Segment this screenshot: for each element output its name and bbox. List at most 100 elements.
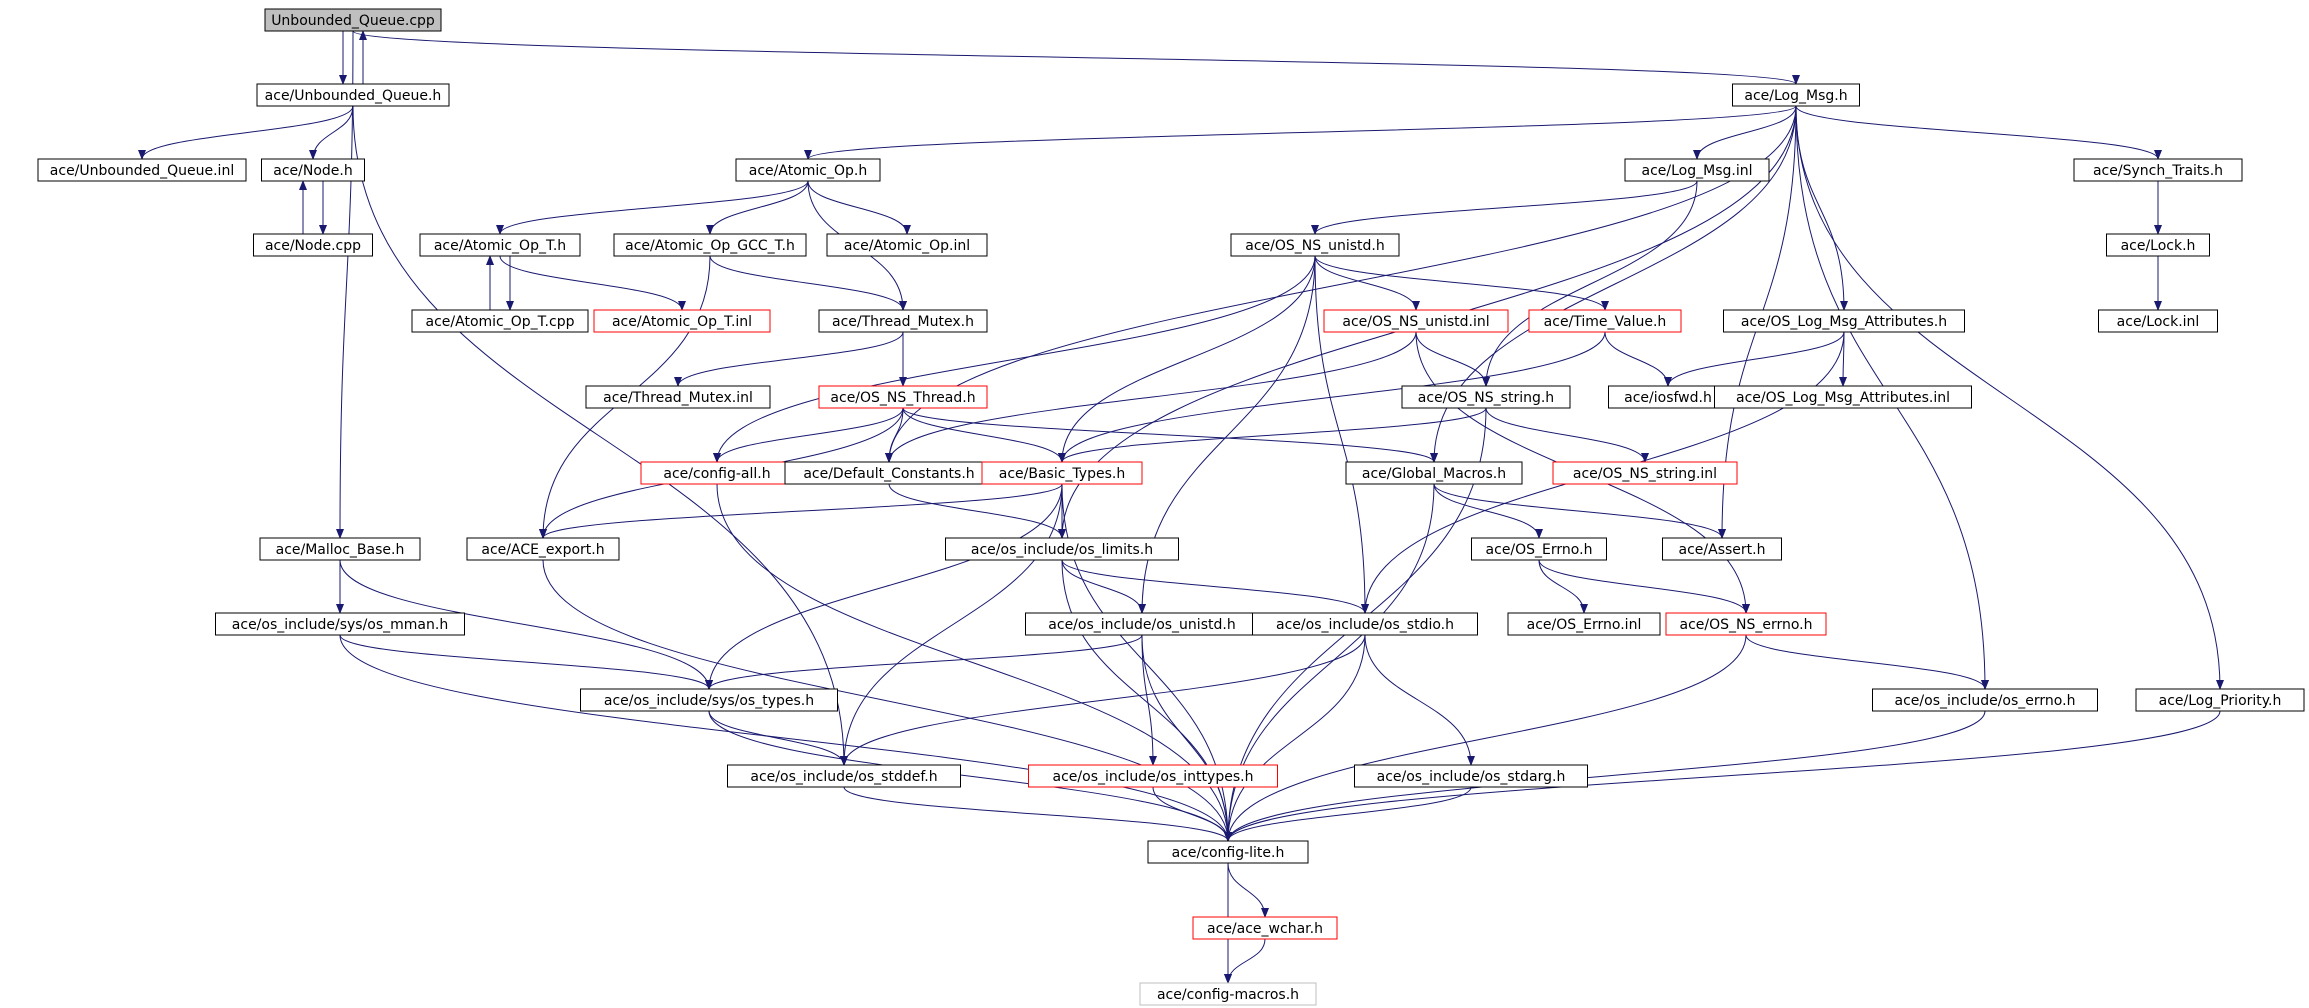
- include-edge: [1364, 634, 1475, 766]
- file-node-config-lite-h[interactable]: ace/config-lite.h: [1147, 840, 1309, 864]
- include-edge: [1314, 255, 1420, 311]
- file-node-config-macros-h[interactable]: ace/config-macros.h: [1139, 982, 1317, 1006]
- file-node-os-unistd-h[interactable]: ace/os_include/os_unistd.h: [1025, 612, 1259, 636]
- file-node-os-ns-unistd-h[interactable]: ace/OS_NS_unistd.h: [1230, 233, 1400, 257]
- file-node-os-ns-string-inl[interactable]: ace/OS_NS_string.inl: [1552, 461, 1738, 485]
- include-edge: [339, 634, 713, 690]
- file-node-time-value-h[interactable]: ace/Time_Value.h: [1528, 309, 1682, 333]
- file-node-ace-export-h[interactable]: ace/ACE_export.h: [466, 537, 620, 561]
- include-edge: [708, 710, 848, 766]
- include-edge: [1693, 105, 1797, 160]
- file-node-os-mman-h[interactable]: ace/os_include/sys/os_mman.h: [215, 612, 465, 636]
- file-node-label: ace/Assert.h: [1679, 542, 1766, 558]
- file-node-label: ace/os_include/sys/os_mman.h: [232, 617, 448, 633]
- include-edge: [902, 407, 1066, 463]
- file-node-global-macros-h[interactable]: ace/Global_Macros.h: [1345, 461, 1523, 485]
- file-node-config-all-h[interactable]: ace/config-all.h: [640, 461, 794, 485]
- file-node-box: [1401, 385, 1571, 409]
- include-edge: [352, 30, 1800, 85]
- include-edge: [706, 180, 809, 235]
- file-node-iosfwd-h[interactable]: ace/iosfwd.h: [1608, 385, 1728, 409]
- file-node-os-types-h[interactable]: ace/os_include/sys/os_types.h: [580, 688, 838, 712]
- file-node-box: [818, 309, 988, 333]
- include-edge: [1224, 710, 2221, 842]
- file-node-os-limits-h[interactable]: ace/os_include/os_limits.h: [945, 537, 1179, 561]
- file-node-os-ns-string-h[interactable]: ace/OS_NS_string.h: [1401, 385, 1571, 409]
- file-node-os-log-msg-attr-h[interactable]: ace/OS_Log_Msg_Attributes.h: [1723, 309, 1965, 333]
- file-node-label: ace/Unbounded_Queue.inl: [50, 163, 234, 179]
- file-node-box: [411, 309, 589, 333]
- file-node-box: [1323, 309, 1509, 333]
- file-node-label: ace/Thread_Mutex.inl: [603, 390, 753, 406]
- file-node-os-ns-unistd-inl[interactable]: ace/OS_NS_unistd.inl: [1323, 309, 1509, 333]
- file-node-root[interactable]: Unbounded_Queue.cpp: [264, 8, 442, 32]
- file-node-ace-wchar-h[interactable]: ace/ace_wchar.h: [1192, 916, 1338, 940]
- file-node-box: [1192, 916, 1338, 940]
- file-node-os-ns-thread-h[interactable]: ace/OS_NS_Thread.h: [818, 385, 988, 409]
- file-node-label: ace/Atomic_Op_GCC_T.h: [625, 238, 795, 254]
- file-node-thread-mutex-h[interactable]: ace/Thread_Mutex.h: [818, 309, 988, 333]
- include-edge: [1795, 105, 1848, 311]
- file-node-label: ace/OS_Log_Msg_Attributes.h: [1741, 314, 1947, 330]
- include-edge: [1224, 634, 1747, 842]
- file-node-os-log-msg-attr-inl[interactable]: ace/OS_Log_Msg_Attributes.inl: [1714, 385, 1972, 409]
- file-node-label: ace/config-all.h: [663, 466, 770, 482]
- file-node-atomic-op-gcc-t-h[interactable]: ace/Atomic_Op_GCC_T.h: [613, 233, 807, 257]
- include-edge: [336, 30, 354, 539]
- file-node-log-msg-inl[interactable]: ace/Log_Msg.inl: [1624, 158, 1770, 182]
- include-edge: [1152, 786, 1232, 842]
- include-edge: [1224, 710, 1986, 842]
- file-node-atomic-op-t-cpp[interactable]: ace/Atomic_Op_T.cpp: [411, 309, 589, 333]
- file-node-atomic-op-t-h[interactable]: ace/Atomic_Op_T.h: [419, 233, 581, 257]
- file-node-os-ns-errno-h[interactable]: ace/OS_NS_errno.h: [1665, 612, 1827, 636]
- file-node-log-msg-h[interactable]: ace/Log_Msg.h: [1732, 83, 1860, 107]
- file-node-uq-inl[interactable]: ace/Unbounded_Queue.inl: [37, 158, 247, 182]
- file-node-box: [215, 612, 465, 636]
- include-edge: [1061, 559, 1232, 842]
- file-node-log-priority-h[interactable]: ace/Log_Priority.h: [2135, 688, 2305, 712]
- file-node-label: ace/Unbounded_Queue.h: [265, 88, 442, 104]
- file-node-label: ace/Atomic_Op_T.cpp: [426, 314, 575, 330]
- file-node-atomic-op-inl[interactable]: ace/Atomic_Op.inl: [826, 233, 988, 257]
- file-node-atomic-op-h[interactable]: ace/Atomic_Op.h: [735, 158, 881, 182]
- include-edge: [352, 105, 848, 766]
- file-node-label: ace/os_include/os_errno.h: [1895, 693, 2076, 709]
- file-node-lock-inl[interactable]: ace/Lock.inl: [2098, 309, 2218, 333]
- file-node-uq-h[interactable]: ace/Unbounded_Queue.h: [256, 83, 450, 107]
- file-node-box: [1665, 612, 1827, 636]
- include-edge: [1061, 559, 1369, 614]
- file-node-assert-h[interactable]: ace/Assert.h: [1662, 537, 1782, 561]
- include-edge: [1224, 634, 1366, 842]
- file-node-label: ace/ACE_export.h: [481, 542, 604, 558]
- file-node-os-inttypes-h[interactable]: ace/os_include/os_inttypes.h: [1028, 764, 1278, 788]
- include-edge: [1482, 180, 1698, 387]
- file-node-basic-types-h[interactable]: ace/Basic_Types.h: [981, 461, 1143, 485]
- include-edge: [1485, 407, 1649, 463]
- file-node-label: ace/Basic_Types.h: [999, 466, 1125, 482]
- include-edge: [138, 105, 354, 160]
- file-node-os-errno-h[interactable]: ace/os_include/os_errno.h: [1872, 688, 2098, 712]
- file-node-box: [261, 158, 365, 182]
- file-node-os-errno-inl[interactable]: ace/OS_Errno.inl: [1507, 612, 1661, 636]
- file-node-atomic-op-t-inl[interactable]: ace/Atomic_Op_T.inl: [593, 309, 771, 333]
- file-node-malloc-base-h[interactable]: ace/Malloc_Base.h: [259, 537, 421, 561]
- file-node-os-stdio-h[interactable]: ace/os_include/os_stdio.h: [1252, 612, 1478, 636]
- include-edge: [496, 180, 809, 235]
- file-node-label: ace/os_include/os_unistd.h: [1048, 617, 1235, 633]
- file-node-label: ace/Atomic_Op_T.inl: [612, 314, 752, 330]
- file-node-os-stdarg-h[interactable]: ace/os_include/os_stdarg.h: [1354, 764, 1588, 788]
- file-node-os-stddef-h[interactable]: ace/os_include/os_stddef.h: [727, 764, 961, 788]
- file-node-node-cpp[interactable]: ace/Node.cpp: [253, 233, 373, 257]
- file-node-box: [1662, 537, 1782, 561]
- file-node-box: [37, 158, 247, 182]
- file-node-label: ace/Thread_Mutex.h: [832, 314, 974, 330]
- file-node-synch-traits-h[interactable]: ace/Synch_Traits.h: [2073, 158, 2243, 182]
- file-node-lock-h[interactable]: ace/Lock.h: [2106, 233, 2210, 257]
- file-node-box: [264, 8, 442, 32]
- file-node-thread-mutex-inl[interactable]: ace/Thread_Mutex.inl: [585, 385, 771, 409]
- file-node-label: ace/Synch_Traits.h: [2093, 163, 2223, 179]
- include-edge: [705, 634, 1143, 690]
- file-node-default-constants-h[interactable]: ace/Default_Constants.h: [784, 461, 994, 485]
- file-node-os-errno-upper-h[interactable]: ace/OS_Errno.h: [1471, 537, 1607, 561]
- file-node-node-h[interactable]: ace/Node.h: [261, 158, 365, 182]
